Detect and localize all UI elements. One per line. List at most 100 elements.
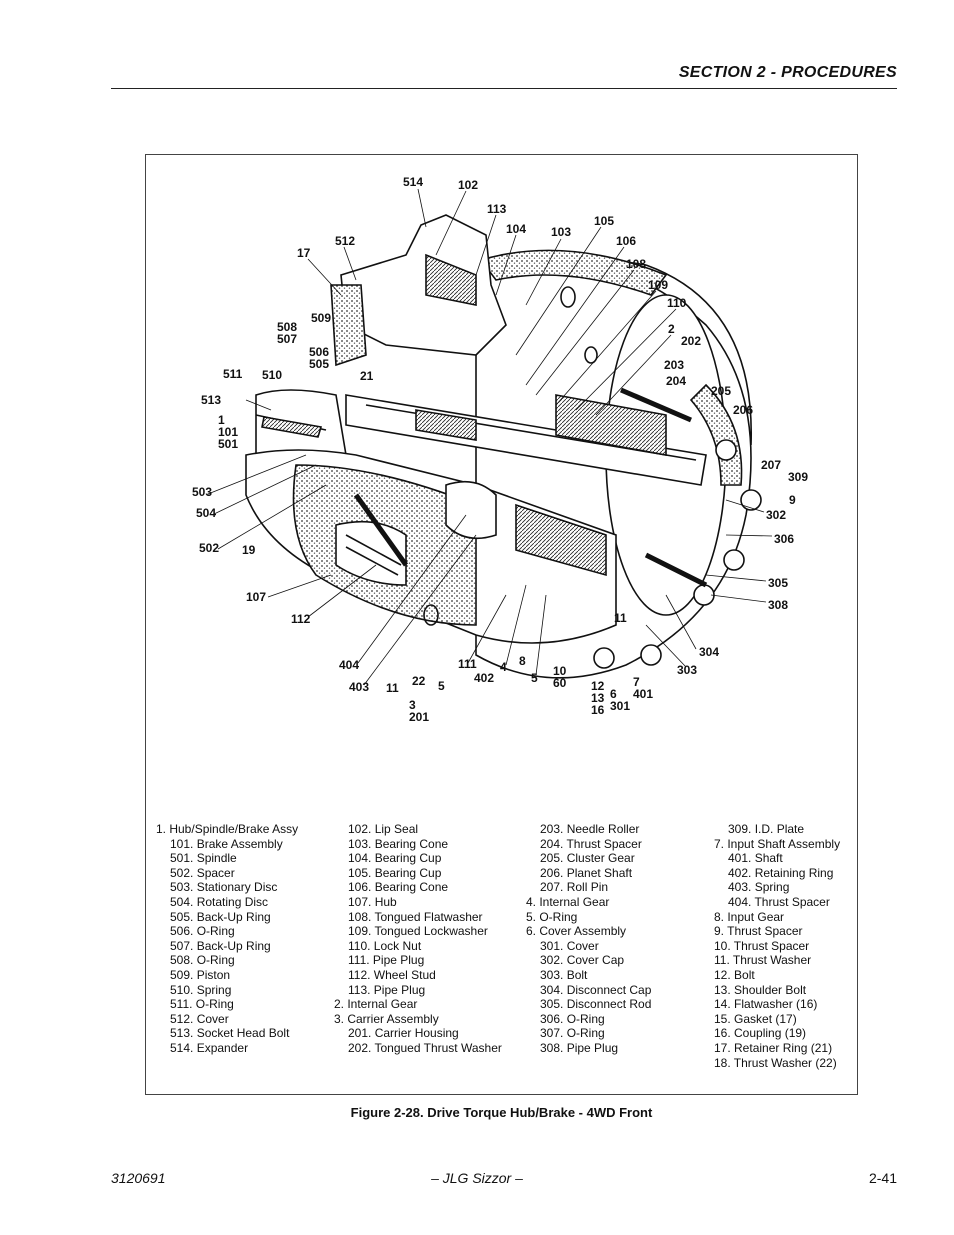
legend-item: 512. Cover xyxy=(170,1011,229,1026)
legend-item: 403. Spring xyxy=(728,880,790,895)
legend-item: 302. Cover Cap xyxy=(540,953,625,968)
legend-item: 506. O-Ring xyxy=(170,924,235,939)
part-callout: 513 xyxy=(201,393,222,407)
legend-item: 202. Tongued Thrust Washer xyxy=(348,1040,502,1055)
legend-item: 305. Disconnect Rod xyxy=(540,997,652,1012)
part-callout: 202 xyxy=(681,334,702,348)
legend-item: 12. Bolt xyxy=(714,967,755,982)
part-callout: 112 xyxy=(291,612,311,626)
part-callout: 506 505 xyxy=(309,345,330,371)
legend-item: 507. Back-Up Ring xyxy=(170,938,271,953)
legend-item: 18. Thrust Washer (22) xyxy=(714,1055,837,1070)
part-callout: 108 xyxy=(626,257,647,271)
legend-item: 4. Internal Gear xyxy=(526,894,610,909)
part-callout: 304 xyxy=(699,645,720,659)
legend-item: 103. Bearing Cone xyxy=(348,836,449,851)
part-callout: 19 xyxy=(242,543,256,557)
part-callout: 403 xyxy=(349,680,370,694)
legend-item: 206. Planet Shaft xyxy=(540,865,633,880)
part-callout: 2 xyxy=(668,322,675,336)
legend-item: 514. Expander xyxy=(170,1040,249,1055)
part-callout: 503 xyxy=(192,485,213,499)
part-callout: 3 201 xyxy=(409,698,430,724)
part-callout: 205 xyxy=(711,384,732,398)
footer-page-number: 2-41 xyxy=(868,1170,897,1186)
legend-item: 16. Coupling (19) xyxy=(714,1026,807,1041)
part-callout: 206 xyxy=(733,403,754,417)
part-callout: 9 xyxy=(789,493,796,507)
legend-item: 511. O-Ring xyxy=(170,997,234,1012)
legend-item: 107. Hub xyxy=(348,894,397,909)
drive-hub-drawing xyxy=(207,188,773,686)
part-callout: 308 xyxy=(768,598,789,612)
part-callout: 305 xyxy=(768,576,789,590)
section-title: SECTION 2 - PROCEDURES xyxy=(678,64,897,81)
legend-item: 111. Pipe Plug xyxy=(348,953,425,968)
part-callout: 303 xyxy=(677,663,698,677)
part-callout: 502 xyxy=(199,541,220,555)
legend-item: 110. Lock Nut xyxy=(348,938,422,953)
legend-item: 501. Spindle xyxy=(170,851,237,866)
legend-item: 101. Brake Assembly xyxy=(170,836,283,851)
legend-item: 104. Bearing Cup xyxy=(348,851,442,866)
legend-item: 6. Cover Assembly xyxy=(526,924,627,939)
part-callout: 109 xyxy=(648,278,669,292)
part-callout: 5 xyxy=(531,671,538,685)
legend-item: 205. Cluster Gear xyxy=(540,851,635,866)
legend-item: 112. Wheel Stud xyxy=(348,967,436,982)
part-callout: 105 xyxy=(594,214,615,228)
legend-item: 505. Back-Up Ring xyxy=(170,909,271,924)
figure-caption: Figure 2-28. Drive Torque Hub/Brake - 4W… xyxy=(350,1105,653,1120)
part-callout: 102 xyxy=(458,178,479,192)
part-callout: 5 xyxy=(438,679,445,693)
legend-item: 307. O-Ring xyxy=(540,1026,605,1041)
part-callout: 509 xyxy=(311,311,332,325)
legend-item: 502. Spacer xyxy=(170,865,235,880)
legend-item: 10. Thrust Spacer xyxy=(714,938,810,953)
part-callout: 514 xyxy=(403,175,424,189)
legend-item: 106. Bearing Cone xyxy=(348,880,449,895)
legend-item: 3. Carrier Assembly xyxy=(334,1011,439,1026)
legend-item: 510. Spring xyxy=(170,982,232,997)
part-callout: 511 xyxy=(223,367,243,381)
part-callout: 207 xyxy=(761,458,782,472)
part-callout: 306 xyxy=(774,532,795,546)
part-callout: 11 xyxy=(386,681,399,695)
part-callout: 8 xyxy=(519,654,526,668)
legend-item: 102. Lip Seal xyxy=(348,822,419,836)
legend-item: 309. I.D. Plate xyxy=(728,822,805,836)
legend-item: 1. Hub/Spindle/Brake Assy xyxy=(156,822,299,836)
legend-item: 7. Input Shaft Assembly xyxy=(714,836,841,851)
part-callout: 6 301 xyxy=(610,687,631,713)
legend-item: 303. Bolt xyxy=(540,967,588,982)
legend-item: 201. Carrier Housing xyxy=(348,1026,459,1041)
legend-item: 513. Socket Head Bolt xyxy=(170,1026,290,1041)
part-callout: 1 101 501 xyxy=(218,413,239,451)
legend-item: 401. Shaft xyxy=(728,851,783,866)
legend-item: 203. Needle Roller xyxy=(540,822,640,836)
part-callout: 309 xyxy=(788,470,809,484)
part-callout: 103 xyxy=(551,225,572,239)
legend-item: 13. Shoulder Bolt xyxy=(714,982,807,997)
footer-doc-number: 3120691 xyxy=(111,1170,166,1186)
legend-item: 5. O-Ring xyxy=(526,909,578,924)
legend-item: 304. Disconnect Cap xyxy=(540,982,652,997)
legend-item: 308. Pipe Plug xyxy=(540,1040,619,1055)
part-callout: 113 xyxy=(487,202,507,216)
legend-item: 105. Bearing Cup xyxy=(348,865,442,880)
legend-item: 503. Stationary Disc xyxy=(170,880,278,895)
part-callout: 111 xyxy=(458,657,477,671)
legend-item: 402. Retaining Ring xyxy=(728,865,834,880)
part-callout: 17 xyxy=(297,246,311,260)
part-callout: 106 xyxy=(616,234,637,248)
part-callout: 10 60 xyxy=(553,664,567,690)
part-callout: 302 xyxy=(766,508,787,522)
page-header: SECTION 2 - PROCEDURES xyxy=(111,64,897,89)
part-callout: 4 xyxy=(500,660,507,674)
